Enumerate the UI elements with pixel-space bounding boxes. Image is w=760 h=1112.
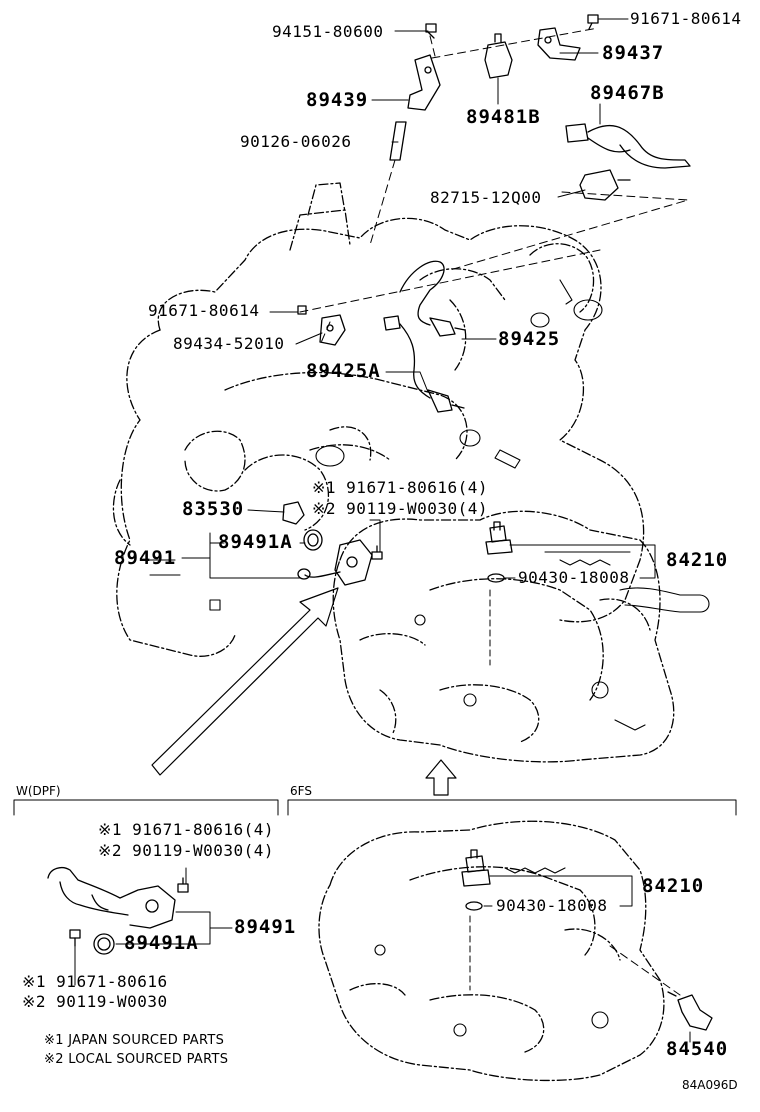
section-title-6fs: 6FS (290, 784, 312, 798)
part-label-6fs-84540[interactable]: 84540 (666, 1038, 729, 1060)
section-title-wdpf: W(DPF) (16, 784, 61, 798)
part-label-90126-06026[interactable]: 90126-06026 (240, 132, 352, 151)
clamp-82715-12Q00 (579, 169, 631, 201)
part-label-dpf-89491[interactable]: 89491 (234, 916, 297, 938)
gasket-89491A (303, 529, 323, 551)
part-label-89434-52010[interactable]: 89434-52010 (173, 334, 285, 353)
sensor-89425A (383, 315, 465, 413)
part-label-dpf-screw-x4-local[interactable]: ※2 90119-W0030(4) (98, 841, 275, 860)
sensor-89491 (297, 539, 373, 586)
bracket-89434-52010 (319, 314, 346, 346)
part-label-84210[interactable]: 84210 (666, 549, 729, 571)
sensor-89491-dpf (47, 867, 176, 929)
bracket-89439 (407, 54, 441, 111)
bolt-91671-80614-top (587, 14, 599, 30)
gasket-90430-18008-6fs (465, 901, 483, 911)
part-label-89425A[interactable]: 89425A (306, 360, 381, 382)
part-label-91671-80614-mid[interactable]: 91671-80614 (148, 301, 260, 320)
part-label-dpf-bolt-local[interactable]: ※2 90119-W0030 (22, 992, 168, 1011)
leader-dashed-lines (299, 27, 689, 346)
screw-dpf (177, 877, 189, 893)
sensor-84540 (667, 991, 713, 1031)
part-label-90430-18008[interactable]: 90430-18008 (518, 568, 630, 587)
bolt-91671-80614-mid (297, 305, 307, 315)
part-label-89491[interactable]: 89491 (114, 547, 177, 569)
part-label-89467B[interactable]: 89467B (590, 82, 665, 104)
transaxle-6fs-details (374, 867, 609, 1037)
sensor-84210 (485, 521, 513, 555)
part-label-83530[interactable]: 83530 (182, 498, 245, 520)
gasket-89491A-dpf (93, 933, 115, 955)
note-japan-sourced: ※1 JAPAN SOURCED PARTS (44, 1033, 225, 1048)
transaxle-main (332, 510, 675, 763)
leader-lines-dpf (74, 867, 233, 986)
up-arrow (425, 759, 457, 796)
part-label-6fs-90430-18008[interactable]: 90430-18008 (496, 896, 608, 915)
part-label-dpf-89491A[interactable]: 89491A (124, 932, 199, 954)
part-label-6fs-84210[interactable]: 84210 (642, 875, 705, 897)
gasket-90430-18008 (487, 573, 505, 583)
sensor-84210-6fs (461, 849, 491, 887)
sensor-89425 (399, 260, 466, 337)
pointer-arrow (151, 587, 339, 776)
note-local-sourced: ※2 LOCAL SOURCED PARTS (44, 1052, 229, 1067)
part-label-90119-W0030-x4[interactable]: ※2 90119-W0030(4) (312, 499, 489, 518)
part-label-dpf-screw-x4-jp[interactable]: ※1 91671-80616(4) (98, 820, 275, 839)
cap-83530 (282, 501, 305, 525)
part-label-89425[interactable]: 89425 (498, 328, 561, 350)
part-label-94151-80600[interactable]: 94151-80600 (272, 22, 384, 41)
leader-lines (181, 18, 656, 666)
part-label-89481B[interactable]: 89481B (466, 106, 541, 128)
sensor-89467B (565, 123, 691, 169)
part-label-82715-12Q00[interactable]: 82715-12Q00 (430, 188, 542, 207)
part-label-91671-80614-top[interactable]: 91671-80614 (630, 9, 742, 28)
pipe-90126-06026 (389, 121, 407, 161)
part-label-89491A[interactable]: 89491A (218, 531, 293, 553)
bolt-dpf (69, 929, 81, 947)
engine-assembly (112, 182, 645, 657)
part-label-89437[interactable]: 89437 (602, 42, 665, 64)
screw-91671-80616 (371, 545, 383, 560)
engine-details (149, 279, 603, 611)
bolt-94151-80600 (425, 23, 437, 39)
transaxle-6fs (318, 820, 665, 1082)
leader-lines-6fs (469, 875, 691, 1043)
part-label-89439[interactable]: 89439 (306, 89, 369, 111)
diagram-code: 84A096D (682, 1078, 738, 1092)
part-label-91671-80616-x4[interactable]: ※1 91671-80616(4) (312, 478, 489, 497)
part-label-dpf-bolt-jp[interactable]: ※1 91671-80616 (22, 972, 168, 991)
sensor-89481B (484, 33, 513, 79)
section-dividers (13, 799, 737, 816)
